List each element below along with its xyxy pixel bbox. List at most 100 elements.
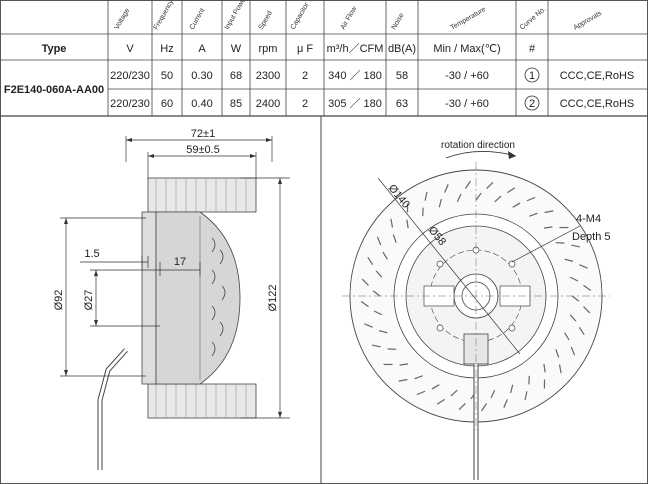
row1-speed: 2300 xyxy=(256,70,280,82)
blade-mark xyxy=(375,270,383,278)
row1-temp: -30 / +60 xyxy=(445,70,489,82)
header-air-flow: Air Flow xyxy=(340,5,359,31)
blade-mark xyxy=(503,399,508,408)
blade-mark xyxy=(360,301,369,308)
row2-cap: 2 xyxy=(302,98,308,110)
header-capacitor: Capacitor xyxy=(290,1,311,31)
motor-flange xyxy=(141,211,157,385)
blade-mark xyxy=(371,344,381,348)
unit-hz: Hz xyxy=(160,43,173,55)
unit-watt: W xyxy=(231,43,242,55)
motor-housing xyxy=(155,211,241,385)
blade-mark xyxy=(431,384,440,390)
type-label: Type xyxy=(42,43,67,55)
dim-dia-92: Ø92 xyxy=(53,290,65,311)
blade-mark xyxy=(398,378,408,382)
curve-circle-1 xyxy=(524,67,540,83)
rotated-headers: Voltage Frequency Current Input Power Sp… xyxy=(114,0,604,32)
blade-mark xyxy=(416,390,426,396)
unit-temp: Min / Max(℃) xyxy=(433,43,500,55)
blade-mark xyxy=(438,198,442,208)
blade-mark xyxy=(458,403,466,411)
unit-uf: μ F xyxy=(297,43,313,55)
row2-approvals: CCC,CE,RoHS xyxy=(560,98,635,110)
header-approvals: Approvals xyxy=(573,10,604,32)
header-speed: Speed xyxy=(258,10,274,31)
row1-power: 68 xyxy=(230,70,242,82)
data-row-1: 220/230 50 0.30 68 2300 2 340 ／ 180 58 -… xyxy=(110,67,635,83)
unit-curve: # xyxy=(529,43,536,55)
unit-amp: A xyxy=(198,43,206,55)
side-view: 72±1 59±0.5 xyxy=(53,128,290,470)
row1-cap: 2 xyxy=(302,70,308,82)
blade-mark xyxy=(361,278,369,286)
bottom-blades xyxy=(147,383,257,419)
top-blades xyxy=(147,177,257,213)
row2-temp: -30 / +60 xyxy=(445,98,489,110)
row2-freq: 60 xyxy=(161,98,173,110)
holes-label: 4-M4 xyxy=(576,213,601,225)
blade-mark xyxy=(571,244,581,248)
dim-dia-122: Ø122 xyxy=(267,285,279,312)
blade-mark xyxy=(382,251,388,260)
row1-freq: 50 xyxy=(161,70,173,82)
blade-mark xyxy=(450,389,458,397)
blade-mark xyxy=(367,256,374,265)
blade-mark xyxy=(529,212,538,217)
header-voltage: Voltage xyxy=(114,7,132,31)
row2-speed: 2400 xyxy=(256,98,280,110)
dim-72: 72±1 xyxy=(191,128,215,140)
row1-approvals: CCC,CE,RoHS xyxy=(560,70,635,82)
blade-mark xyxy=(558,364,562,374)
blade-mark xyxy=(526,196,536,202)
spec-table xyxy=(0,0,648,117)
blade-mark xyxy=(481,403,488,412)
unit-db: dB(A) xyxy=(388,43,416,55)
header-row: Type V Hz A W rpm μ F m³/h／CFM dB(A) Min… xyxy=(42,42,536,55)
blade-mark xyxy=(390,218,394,228)
unit-rpm: rpm xyxy=(259,43,278,55)
blade-mark xyxy=(494,195,502,203)
row2-volt: 220/230 xyxy=(110,98,150,110)
blade-mark xyxy=(406,219,409,229)
blade-mark xyxy=(564,332,570,341)
header-temperature: Temperature xyxy=(450,6,488,32)
blade-mark xyxy=(512,202,521,208)
blade-mark xyxy=(583,284,592,291)
rotor-slots xyxy=(211,237,226,357)
blade-mark xyxy=(579,264,588,269)
blade-mark xyxy=(543,363,546,373)
rotation-label: rotation direction xyxy=(441,140,515,151)
blade-mark xyxy=(376,236,382,246)
header-noise: Noise xyxy=(391,12,406,31)
blade-mark xyxy=(490,389,496,399)
row2-curve: 2 xyxy=(529,98,535,110)
model-name: F2E140-060A-AA00 xyxy=(4,84,104,96)
blade-mark xyxy=(392,234,397,243)
blade-mark xyxy=(571,295,580,302)
curve-circle-2 xyxy=(524,95,540,111)
blade-mark xyxy=(510,384,514,394)
blade-mark xyxy=(569,314,577,322)
dim-1-5: 1.5 xyxy=(84,248,99,260)
header-current: Current xyxy=(189,7,207,31)
dim-59: 59±0.5 xyxy=(186,144,220,156)
blade-mark xyxy=(456,193,462,203)
blade-mark xyxy=(444,184,449,193)
row2-curr: 0.40 xyxy=(191,98,212,110)
header-input-power: Input Power xyxy=(224,0,249,31)
cable xyxy=(97,348,128,470)
blade-mark xyxy=(578,327,585,336)
data-row-2: 220/230 60 0.40 85 2400 2 305 ／ 180 63 -… xyxy=(110,95,635,111)
blade-mark xyxy=(486,181,494,189)
blade-mark xyxy=(524,391,528,401)
blade-mark xyxy=(543,226,553,229)
row1-volt: 220/230 xyxy=(110,70,150,82)
blade-mark xyxy=(464,180,471,189)
blade-mark xyxy=(544,210,554,214)
rotation-arrow xyxy=(445,151,517,159)
blade-mark xyxy=(399,363,409,366)
blade-mark xyxy=(555,349,560,358)
dia-leader xyxy=(377,177,521,355)
row2-power: 85 xyxy=(230,98,242,110)
